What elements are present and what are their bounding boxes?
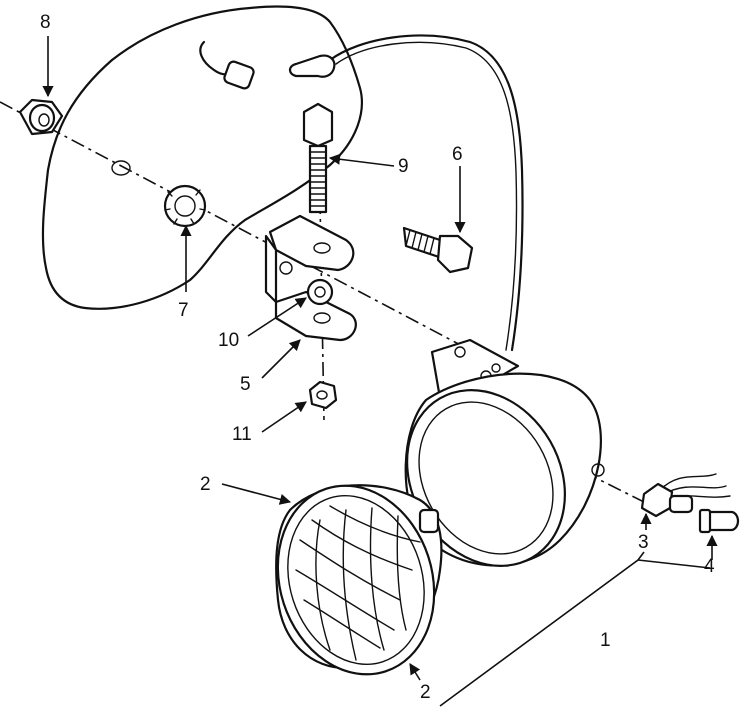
leader-10 <box>247 297 307 337</box>
callout-4: 4 <box>704 556 715 577</box>
callout-8: 8 <box>40 12 51 33</box>
callout-6: 6 <box>452 144 463 165</box>
bullet-connector <box>288 54 336 78</box>
horizontal-bolt-part <box>402 226 474 274</box>
leader-2a <box>221 483 292 505</box>
leader-9 <box>328 153 395 167</box>
mounting-panel <box>41 5 363 310</box>
leader-2b <box>409 663 421 681</box>
lamp-housing-part <box>404 338 605 567</box>
callout-1: 1 <box>600 630 611 651</box>
small-nut-part <box>308 380 338 410</box>
callout-2-lower: 2 <box>420 682 431 703</box>
panel-plug <box>223 60 255 90</box>
vertical-bolt-part <box>302 102 334 214</box>
leader-group-1 <box>439 551 711 707</box>
lock-washer-part <box>163 184 207 228</box>
assembly-axis <box>0 101 471 351</box>
socket-and-bulb-part <box>640 473 740 534</box>
sealed-beam-lamp-part <box>275 484 443 676</box>
panel-mounting-hole <box>111 160 131 176</box>
harness-wire <box>328 34 524 352</box>
callout-3: 3 <box>638 532 649 553</box>
mounting-bracket-part <box>264 214 357 342</box>
callout-9: 9 <box>398 156 409 177</box>
small-lock-washer-part <box>306 278 334 306</box>
callout-7: 7 <box>178 300 189 321</box>
hex-nut-part <box>18 98 64 136</box>
harness-wire-inner <box>335 41 518 351</box>
leader-5 <box>261 339 301 379</box>
callout-2-upper: 2 <box>200 474 211 495</box>
callout-5: 5 <box>240 374 251 395</box>
leader-11 <box>261 401 307 433</box>
callout-11: 11 <box>232 424 252 445</box>
callout-10: 10 <box>218 330 239 351</box>
